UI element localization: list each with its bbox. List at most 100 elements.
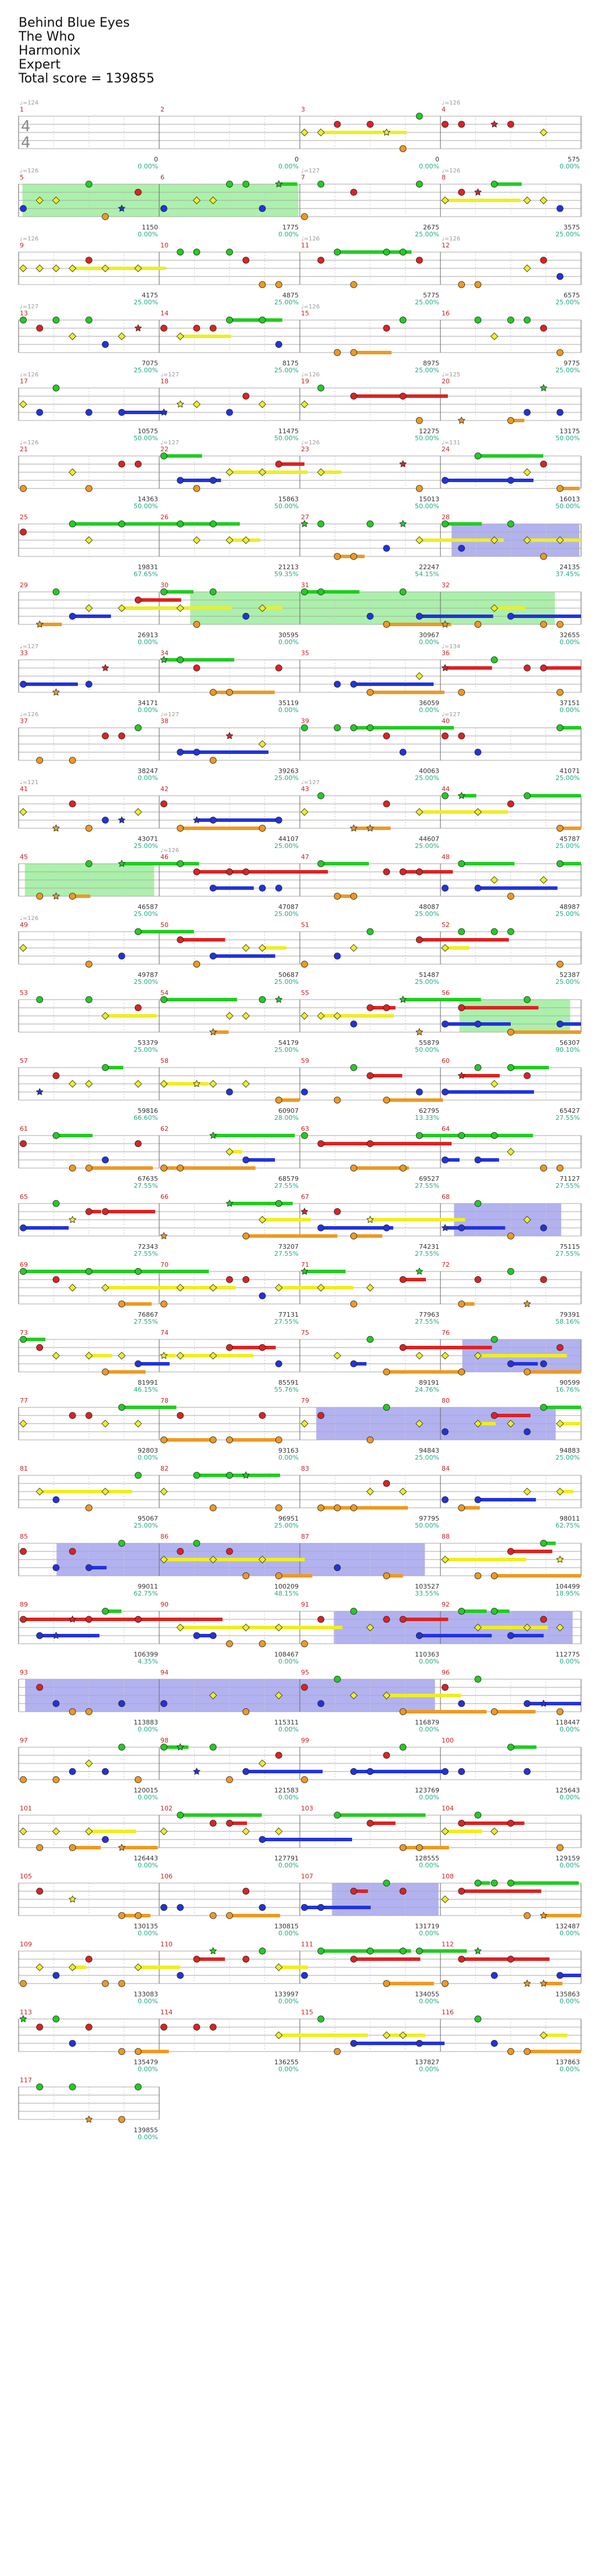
measure-bpm: ♩=127: [301, 168, 320, 174]
measure-percent: 50.00%: [555, 434, 580, 442]
measure-bpm: ♩=127: [20, 304, 38, 310]
note-yellow: [366, 1284, 374, 1292]
measure-percent: 0.00%: [419, 1658, 439, 1665]
sustain-orange: [72, 894, 91, 898]
measure-percent: 25.00%: [134, 1046, 158, 1054]
note-green: [52, 385, 60, 391]
note-red: [36, 1888, 44, 1895]
sustain-orange: [246, 1234, 338, 1238]
sustain-green: [419, 1949, 467, 1953]
note-yellow: [225, 1148, 234, 1156]
note-yellow: [415, 672, 424, 680]
note-green: [193, 1540, 200, 1547]
measure-bpm: ♩=126: [20, 915, 38, 922]
note-orange: [85, 1165, 92, 1172]
measure-number: 71: [301, 1261, 309, 1269]
note-green: [458, 928, 465, 935]
note-yellow: [275, 1284, 283, 1292]
note-orange: [20, 1776, 27, 1783]
sustain-blue: [180, 479, 221, 482]
measure-percent: 27.55%: [555, 1182, 580, 1190]
note-green: [52, 1200, 60, 1207]
note-blue: [36, 1632, 44, 1639]
note-blue: [350, 1768, 357, 1775]
note-yellow: [85, 1080, 93, 1088]
star-note-blue: [192, 816, 201, 824]
measure-number: 24: [442, 445, 450, 453]
star-note-orange: [52, 892, 60, 900]
staff-row-8: [18, 588, 582, 628]
note-orange: [350, 553, 357, 560]
star-note-blue: [539, 1700, 548, 1707]
sustain-orange: [121, 1302, 152, 1306]
star-note-orange: [52, 688, 60, 696]
note-yellow: [556, 1623, 564, 1632]
note-red: [383, 800, 390, 807]
note-red: [399, 1276, 407, 1283]
note-red: [102, 1208, 109, 1215]
sustain-green: [461, 862, 515, 865]
measure-number: 98: [160, 1737, 169, 1744]
note-green: [415, 1132, 423, 1139]
sustain-red: [461, 1821, 524, 1825]
measure-percent: 0.00%: [560, 1930, 580, 1937]
star-note-yellow: [366, 1216, 374, 1223]
note-orange: [540, 1165, 547, 1172]
note-blue: [226, 409, 233, 416]
sustain-blue: [445, 1158, 460, 1162]
sustain-yellow: [180, 606, 232, 610]
note-blue: [301, 1088, 308, 1095]
sustain-red: [246, 870, 328, 874]
note-orange: [317, 1504, 325, 1511]
sustain-yellow: [560, 1422, 581, 1425]
note-yellow: [258, 400, 267, 408]
note-green: [193, 1472, 200, 1479]
measure-score: 30595: [278, 631, 299, 639]
note-orange: [209, 757, 217, 764]
star-note-green: [275, 180, 283, 188]
sustain-yellow: [478, 1354, 567, 1357]
measure-score: 32655: [560, 631, 580, 639]
note-red: [85, 1412, 92, 1419]
sustain-orange: [386, 1370, 465, 1374]
measure-score: 133997: [274, 1991, 299, 1998]
note-blue: [458, 1224, 465, 1231]
measure-percent: 50.00%: [134, 434, 158, 442]
sustain-green: [494, 182, 522, 186]
note-orange: [350, 1504, 357, 1511]
note-blue: [540, 1224, 547, 1231]
note-red: [177, 1412, 184, 1419]
measure-percent: 50.00%: [555, 502, 580, 510]
note-blue: [556, 1021, 564, 1027]
measure-percent: 25.00%: [274, 978, 299, 986]
note-blue: [102, 1836, 109, 1843]
note-green: [85, 860, 92, 867]
sustain-yellow: [164, 1082, 209, 1086]
note-yellow: [176, 1352, 184, 1360]
measure-bpm: ♩=131: [442, 440, 460, 446]
measure-number: 110: [160, 1941, 173, 1948]
measure-percent: 0.00%: [560, 2065, 580, 2073]
measure-number: 67: [301, 1193, 309, 1201]
note-green: [20, 1268, 27, 1275]
note-orange: [118, 2116, 126, 2123]
note-yellow: [225, 536, 234, 544]
note-blue: [118, 1700, 126, 1707]
note-green: [118, 520, 126, 527]
note-blue: [415, 2040, 423, 2047]
note-green: [52, 588, 60, 595]
note-red: [102, 732, 109, 739]
note-blue: [474, 1021, 482, 1027]
measure-number: 50: [160, 921, 169, 929]
sustain-blue: [560, 1022, 581, 1026]
note-orange: [350, 1300, 357, 1307]
note-green: [160, 452, 167, 459]
measure-percent: 0.00%: [419, 638, 439, 646]
note-orange: [275, 1436, 282, 1443]
sustain-green: [370, 726, 454, 730]
note-green: [458, 860, 465, 867]
measure-number: 1: [20, 106, 24, 113]
note-red: [226, 1548, 233, 1555]
measure-number: 112: [442, 1941, 454, 1948]
note-green: [507, 1744, 514, 1751]
